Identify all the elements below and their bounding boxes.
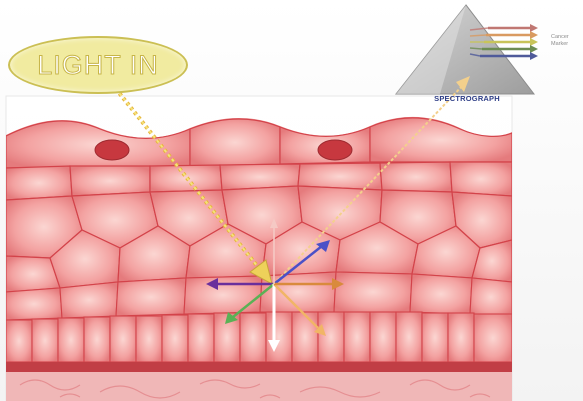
light-in-label: LIGHT IN [8,36,188,94]
tissue-layers [6,117,512,401]
basement-membrane [6,362,512,372]
light-in-text: LIGHT IN [37,50,159,81]
surface-cells [6,118,512,168]
spectrograph-label: SPECTROGRAPH [424,94,510,103]
marker-text-line-2: Marker [551,41,581,48]
cell-nucleus [95,140,129,160]
marker-text-line-1: Cancer [551,34,581,41]
basal-cells [6,272,512,362]
cell-nucleus [318,140,352,160]
stroma [6,372,512,401]
